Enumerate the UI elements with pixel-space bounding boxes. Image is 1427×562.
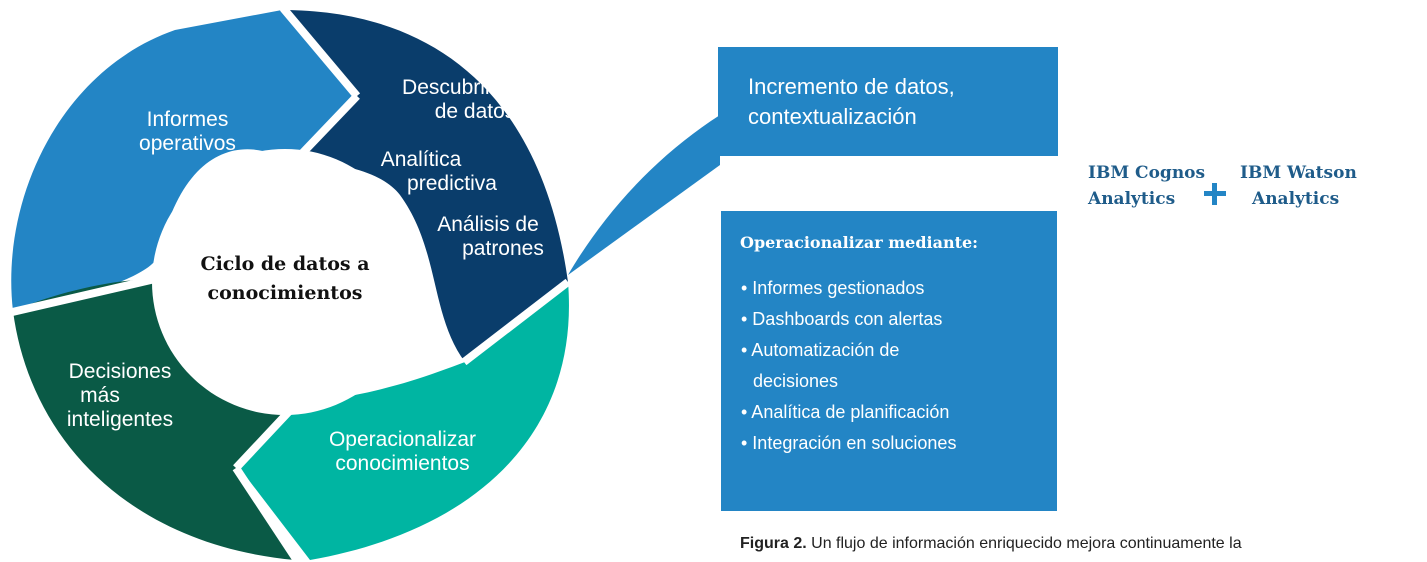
data-cycle-diagram <box>7 5 720 562</box>
list-item: • Analítica de planificación <box>741 402 950 422</box>
segment-operacionalizar <box>238 282 569 560</box>
callout-text: Incremento de datos, contextualización <box>748 74 955 129</box>
separator-bottom-outer <box>232 465 302 562</box>
separator-left <box>7 272 169 317</box>
ibm-watson-analytics-label: IBM Watson Analytics <box>1240 163 1357 209</box>
list-item: decisiones <box>741 366 956 397</box>
list-item: • Dashboards con alertas <box>741 309 943 329</box>
list-item-continuation: decisiones <box>753 371 839 391</box>
cycle-center <box>152 149 418 415</box>
label-operacionalizar: Operacionalizar conocimientos <box>328 428 477 475</box>
cycle-center-title: Ciclo de datos a conocimientos <box>200 253 370 304</box>
figure-caption: Figura 2. Un flujo de información enriqu… <box>740 535 1242 553</box>
segment-decisiones <box>13 279 295 560</box>
callout-pointer <box>568 115 720 275</box>
label-decisiones: Decisiones más inteligentes <box>66 360 174 431</box>
list-item: • Automatización de <box>741 340 900 360</box>
label-analitica-predictiva: Analítica predictiva <box>380 148 497 195</box>
plus-icon <box>1204 183 1226 205</box>
operationalize-list: • Informes gestionados • Dashboards con … <box>741 273 956 459</box>
caption-text: Un flujo de información enriquecido mejo… <box>806 535 1242 552</box>
label-informes-operativos: Informes operativos <box>139 108 236 155</box>
list-item: • Informes gestionados <box>741 278 925 298</box>
separator-right <box>461 278 571 366</box>
segment-informes-operativos <box>11 10 355 311</box>
label-analisis-patrones: Análisis de patrones <box>437 213 544 260</box>
separator-top <box>279 5 361 99</box>
operationalize-title: Operacionalizar mediante: <box>740 233 979 252</box>
separator-top-inner <box>289 93 360 167</box>
list-item: • Integración en soluciones <box>741 433 957 453</box>
separator-bottom <box>233 401 299 471</box>
ibm-cognos-analytics-label: IBM Cognos Analytics <box>1088 163 1206 209</box>
label-descubrimiento: Descubrimiento de datos <box>402 76 548 123</box>
operationalize-box: Operacionalizar mediante: • Informes ges… <box>721 211 1057 511</box>
caption-label: Figura 2. <box>740 535 807 552</box>
